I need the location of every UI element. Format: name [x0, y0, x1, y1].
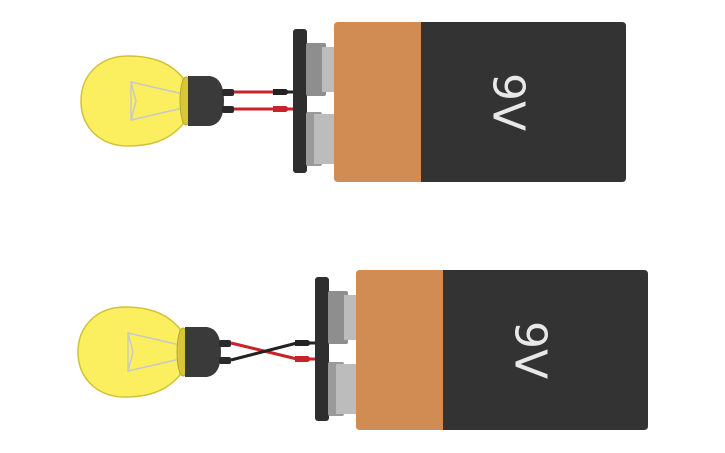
- socket-lead-bottom: [222, 106, 234, 113]
- bulb-socket: [185, 327, 221, 377]
- socket-lead-top: [222, 89, 234, 96]
- battery-body: [443, 270, 648, 430]
- battery-snap-clip-1: [293, 29, 307, 173]
- connector-red: [273, 106, 290, 112]
- connector-red: [295, 356, 312, 362]
- battery-9v-1[interactable]: 9V: [306, 22, 626, 182]
- wires-1[interactable]: [234, 89, 296, 112]
- light-bulb-1[interactable]: [80, 55, 234, 147]
- battery-body: [421, 22, 626, 182]
- terminal-small: [328, 291, 348, 344]
- terminal-large-face: [336, 364, 358, 414]
- wire-black: [230, 341, 298, 362]
- battery-label: 9V: [505, 321, 556, 379]
- battery-label: 9V: [483, 73, 534, 131]
- battery-snap-clip-2: [315, 277, 329, 421]
- terminal-large-face: [314, 114, 336, 164]
- circuit-1: 9V: [80, 22, 626, 182]
- terminal-small-face: [322, 47, 336, 92]
- wires-2[interactable]: [230, 340, 318, 362]
- bulb-glass: [77, 306, 181, 398]
- bulb-glass: [80, 55, 184, 147]
- socket-lead-bottom: [219, 357, 231, 364]
- battery-copper-cap: [334, 22, 421, 182]
- connector-black: [273, 89, 290, 95]
- battery-9v-2[interactable]: 9V: [328, 270, 648, 430]
- socket-lead-top: [219, 340, 231, 347]
- terminal-small-face: [344, 295, 358, 340]
- terminal-small: [306, 43, 326, 96]
- bulb-socket: [188, 76, 224, 126]
- battery-copper-cap: [356, 270, 443, 430]
- light-bulb-2[interactable]: [77, 306, 231, 398]
- connector-black: [295, 340, 312, 346]
- circuit-2: 9V: [77, 270, 648, 430]
